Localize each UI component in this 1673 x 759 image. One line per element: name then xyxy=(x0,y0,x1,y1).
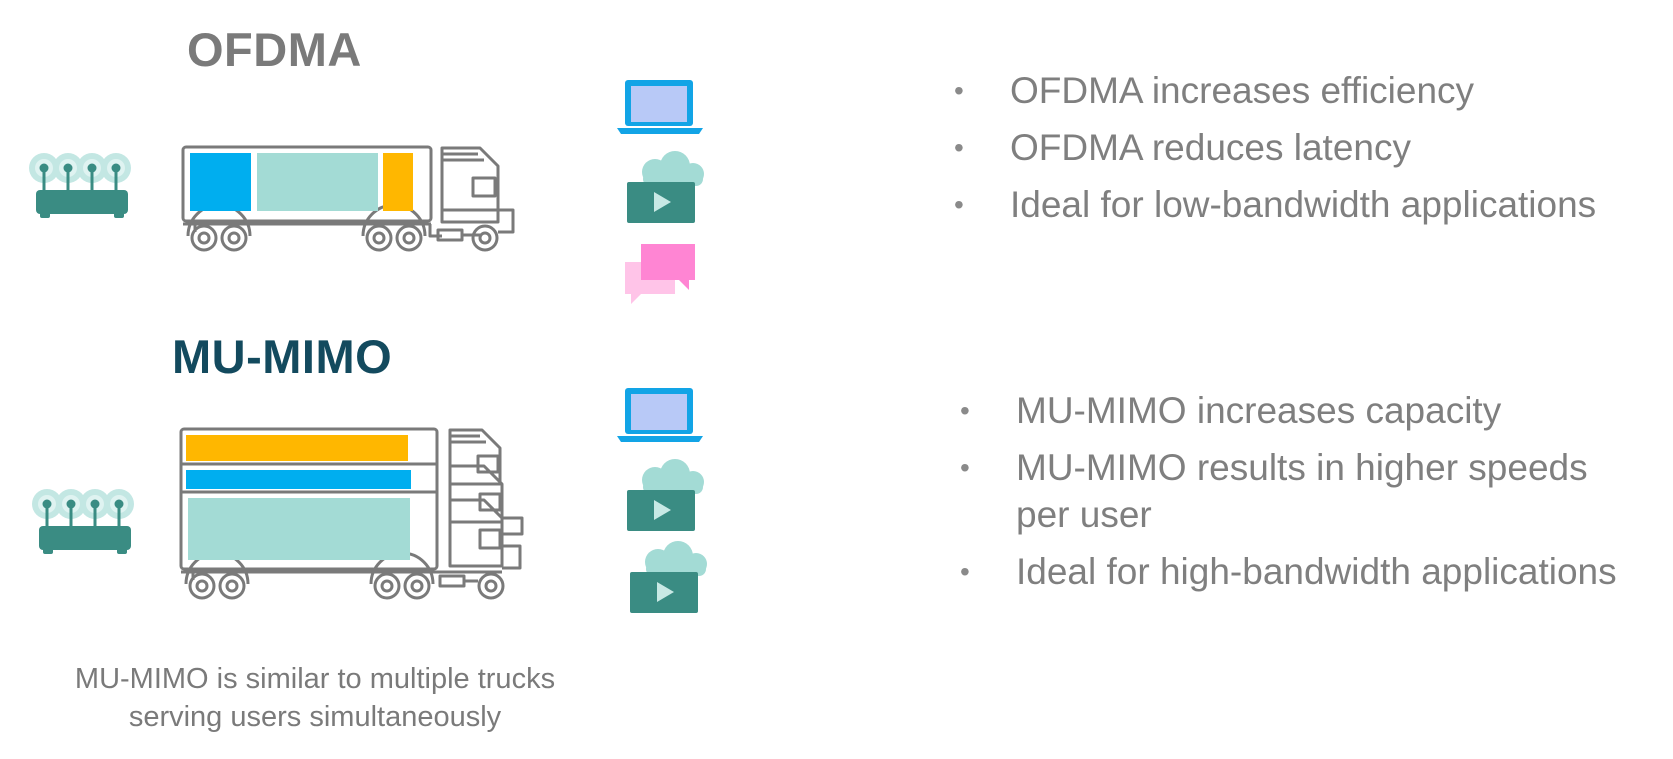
mumimo-bullet-capacity: MU-MIMO increases capacity xyxy=(960,387,1660,434)
cloud-video-icon xyxy=(630,541,707,613)
cloud-video-icon xyxy=(627,459,704,531)
ofdma-bullet-low-bandwidth: Ideal for low-bandwidth applications xyxy=(954,181,1654,228)
ofdma-title: OFDMA xyxy=(187,23,362,76)
mumimo-bullet-high-bandwidth: Ideal for high-bandwidth applications xyxy=(960,548,1660,595)
laptop-icon xyxy=(617,388,703,442)
mumimo-bullet-list: MU-MIMO increases capacity MU-MIMO resul… xyxy=(960,387,1660,605)
chat-icon xyxy=(625,244,695,304)
cloud-video-icon xyxy=(627,151,704,223)
ofdma-bullet-list: OFDMA increases efficiency OFDMA reduces… xyxy=(954,67,1654,238)
router-icon xyxy=(32,489,134,554)
ofdma-bullet-efficiency: OFDMA increases efficiency xyxy=(954,67,1654,114)
router-icon xyxy=(29,153,131,218)
mumimo-title: MU-MIMO xyxy=(172,330,393,383)
ofdma-bullet-latency: OFDMA reduces latency xyxy=(954,124,1654,171)
truck-icon xyxy=(179,427,524,600)
mumimo-bullet-speeds: MU-MIMO results in higher speeds per use… xyxy=(960,444,1616,538)
laptop-icon xyxy=(617,80,703,134)
mumimo-caption: MU-MIMO is similar to multiple trucks se… xyxy=(74,663,556,733)
truck-icon xyxy=(181,145,515,252)
